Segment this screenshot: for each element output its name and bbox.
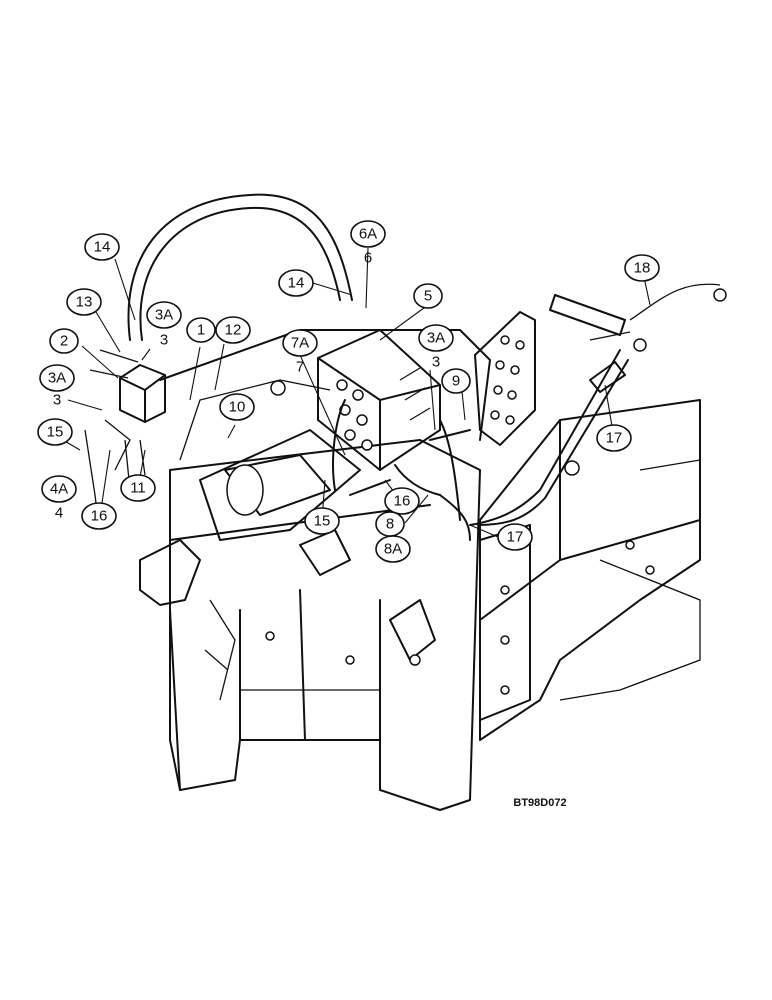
svg-text:15: 15	[314, 513, 331, 530]
callout-17: 17	[497, 523, 533, 551]
svg-text:14: 14	[94, 239, 111, 256]
callout-7: 7	[296, 359, 304, 376]
callout-5: 5	[413, 283, 443, 309]
svg-text:5: 5	[424, 288, 432, 305]
svg-text:16: 16	[394, 493, 411, 510]
callout-3: 3	[53, 392, 61, 409]
callout-7a: 7A	[282, 329, 318, 357]
svg-text:4: 4	[55, 505, 63, 522]
callout-9: 9	[441, 368, 471, 394]
svg-text:3A: 3A	[48, 370, 66, 387]
callout-14: 14	[84, 233, 120, 261]
quick-couplers	[549, 288, 727, 393]
svg-text:6A: 6A	[359, 226, 377, 243]
loader-frame	[139, 329, 701, 811]
callout-8a: 8A	[375, 535, 411, 563]
svg-text:10: 10	[229, 399, 246, 416]
callout-16: 16	[384, 487, 420, 515]
svg-text:2: 2	[60, 333, 68, 350]
callout-15: 15	[304, 507, 340, 535]
callout-17: 17	[596, 424, 632, 452]
callout-12: 12	[215, 316, 251, 344]
callout-16: 16	[81, 502, 117, 530]
svg-text:8A: 8A	[384, 541, 402, 558]
svg-text:14: 14	[288, 275, 305, 292]
svg-text:15: 15	[47, 424, 64, 441]
svg-text:3: 3	[432, 354, 440, 371]
callout-2: 2	[49, 328, 79, 354]
control-valve	[317, 329, 441, 471]
callout-3a: 3A	[146, 301, 182, 329]
callout-3: 3	[432, 354, 440, 371]
svg-text:7A: 7A	[291, 335, 309, 352]
svg-text:3A: 3A	[427, 330, 445, 347]
svg-text:13: 13	[76, 294, 93, 311]
svg-text:8: 8	[386, 516, 394, 533]
callout-15: 15	[37, 418, 73, 446]
hydraulic-hoses	[127, 193, 721, 541]
callout-3a: 3A	[39, 364, 75, 392]
callout-13: 13	[66, 288, 102, 316]
callout-10: 10	[219, 393, 255, 421]
drawing-code: BT98D072	[513, 797, 566, 809]
callout-11: 11	[120, 474, 156, 502]
svg-text:7: 7	[296, 359, 304, 376]
svg-text:12: 12	[225, 322, 242, 339]
callout-14: 14	[278, 269, 314, 297]
callout-4a: 4A	[41, 475, 77, 503]
upright-bracket	[474, 311, 536, 446]
callout-18: 18	[624, 254, 660, 282]
callout-6: 6	[364, 250, 372, 267]
callout-3a: 3A	[418, 324, 454, 352]
svg-text:17: 17	[606, 430, 623, 447]
svg-text:1: 1	[197, 322, 205, 339]
svg-text:11: 11	[130, 480, 146, 497]
svg-text:17: 17	[507, 529, 524, 546]
svg-text:3: 3	[53, 392, 61, 409]
svg-text:4A: 4A	[50, 481, 68, 498]
svg-text:16: 16	[91, 508, 108, 525]
callout-4: 4	[55, 505, 63, 522]
svg-text:3A: 3A	[155, 307, 173, 324]
callout-6a: 6A	[350, 220, 386, 248]
svg-text:18: 18	[634, 260, 651, 277]
svg-text:3: 3	[160, 332, 168, 349]
svg-text:6: 6	[364, 250, 372, 267]
svg-text:9: 9	[452, 373, 460, 390]
callout-8: 8	[375, 511, 405, 537]
callout-1: 1	[186, 317, 216, 343]
callouts: 14 6A 6 14 5 13 3A 3 1 12 2 7A 7 3A 3 3A…	[37, 220, 660, 563]
callout-3: 3	[160, 332, 168, 349]
